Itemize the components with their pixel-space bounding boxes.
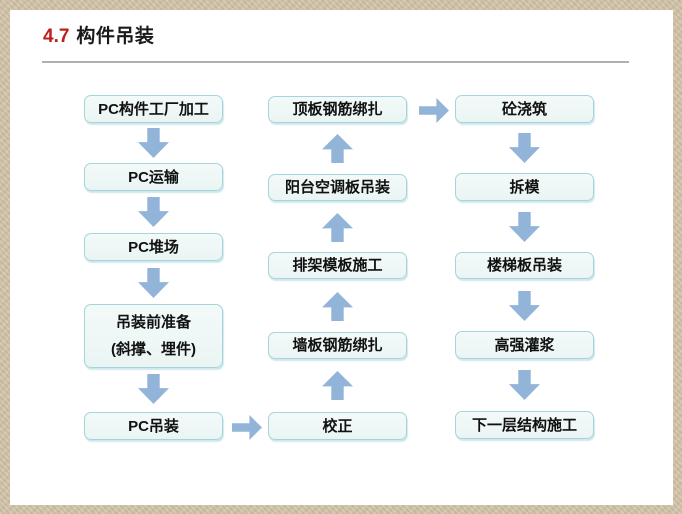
flow-box-label: PC堆场: [128, 238, 179, 256]
flow-box-next-floor-structure-construction: 下一层结构施工: [455, 411, 594, 439]
flow-box-correction: 校正: [268, 412, 407, 440]
flow-box-pc-transport: PC运输: [84, 163, 223, 191]
flow-box-pc-factory-processing: PC构件工厂加工: [84, 95, 223, 123]
flow-box-label: 拆模: [509, 178, 540, 196]
flow-box-label: PC运输: [128, 168, 179, 186]
flow-box-roof-slab-rebar-tying: 顶板钢筋绑扎: [268, 96, 407, 123]
page-title: 4.7 构件吊装: [43, 21, 154, 48]
flow-box-label: 排架模板施工: [292, 257, 383, 274]
flow-box-label: 顶板钢筋绑扎: [292, 101, 383, 118]
flow-box-label: PC构件工厂加工: [98, 100, 209, 118]
flow-box-hoisting-preparation: 吊装前准备 (斜撑、埋件): [84, 304, 223, 368]
flow-box-label: 阳台空调板吊装: [284, 179, 390, 196]
flow-box-pc-hoisting: PC吊装: [84, 412, 223, 440]
flow-box-label: PC吊装: [128, 417, 179, 435]
section-number: 4.7: [43, 26, 70, 47]
flow-box-label: 下一层结构施工: [471, 416, 577, 434]
title-divider: [42, 61, 629, 63]
flow-box-label: 砼浇筑: [501, 100, 547, 118]
flow-box-wall-panel-rebar-tying: 墙板钢筋绑扎: [268, 332, 407, 359]
flow-box-label: 校正: [322, 417, 353, 435]
flow-box-label-line2: (斜撑、埋件): [111, 341, 196, 358]
flow-box-concrete-pouring: 砼浇筑: [455, 95, 594, 123]
flow-box-label: 墙板钢筋绑扎: [292, 337, 383, 354]
flow-box-balcony-ac-panel-hoisting: 阳台空调板吊装: [268, 174, 407, 201]
flow-box-label: 楼梯板吊装: [486, 257, 562, 274]
flow-box-stair-panel-hoisting: 楼梯板吊装: [455, 252, 594, 279]
flow-box-scaffold-formwork-construction: 排架模板施工: [268, 252, 407, 279]
flow-box-label: 高强灌浆: [494, 336, 555, 354]
flow-box-high-strength-grouting: 高强灌浆: [455, 331, 594, 359]
title-text: 构件吊装: [76, 26, 155, 47]
flow-box-label-line1: 吊装前准备: [115, 314, 191, 331]
flow-box-pc-storage-yard: PC堆场: [84, 233, 223, 261]
flow-box-formwork-removal: 拆模: [455, 173, 594, 201]
